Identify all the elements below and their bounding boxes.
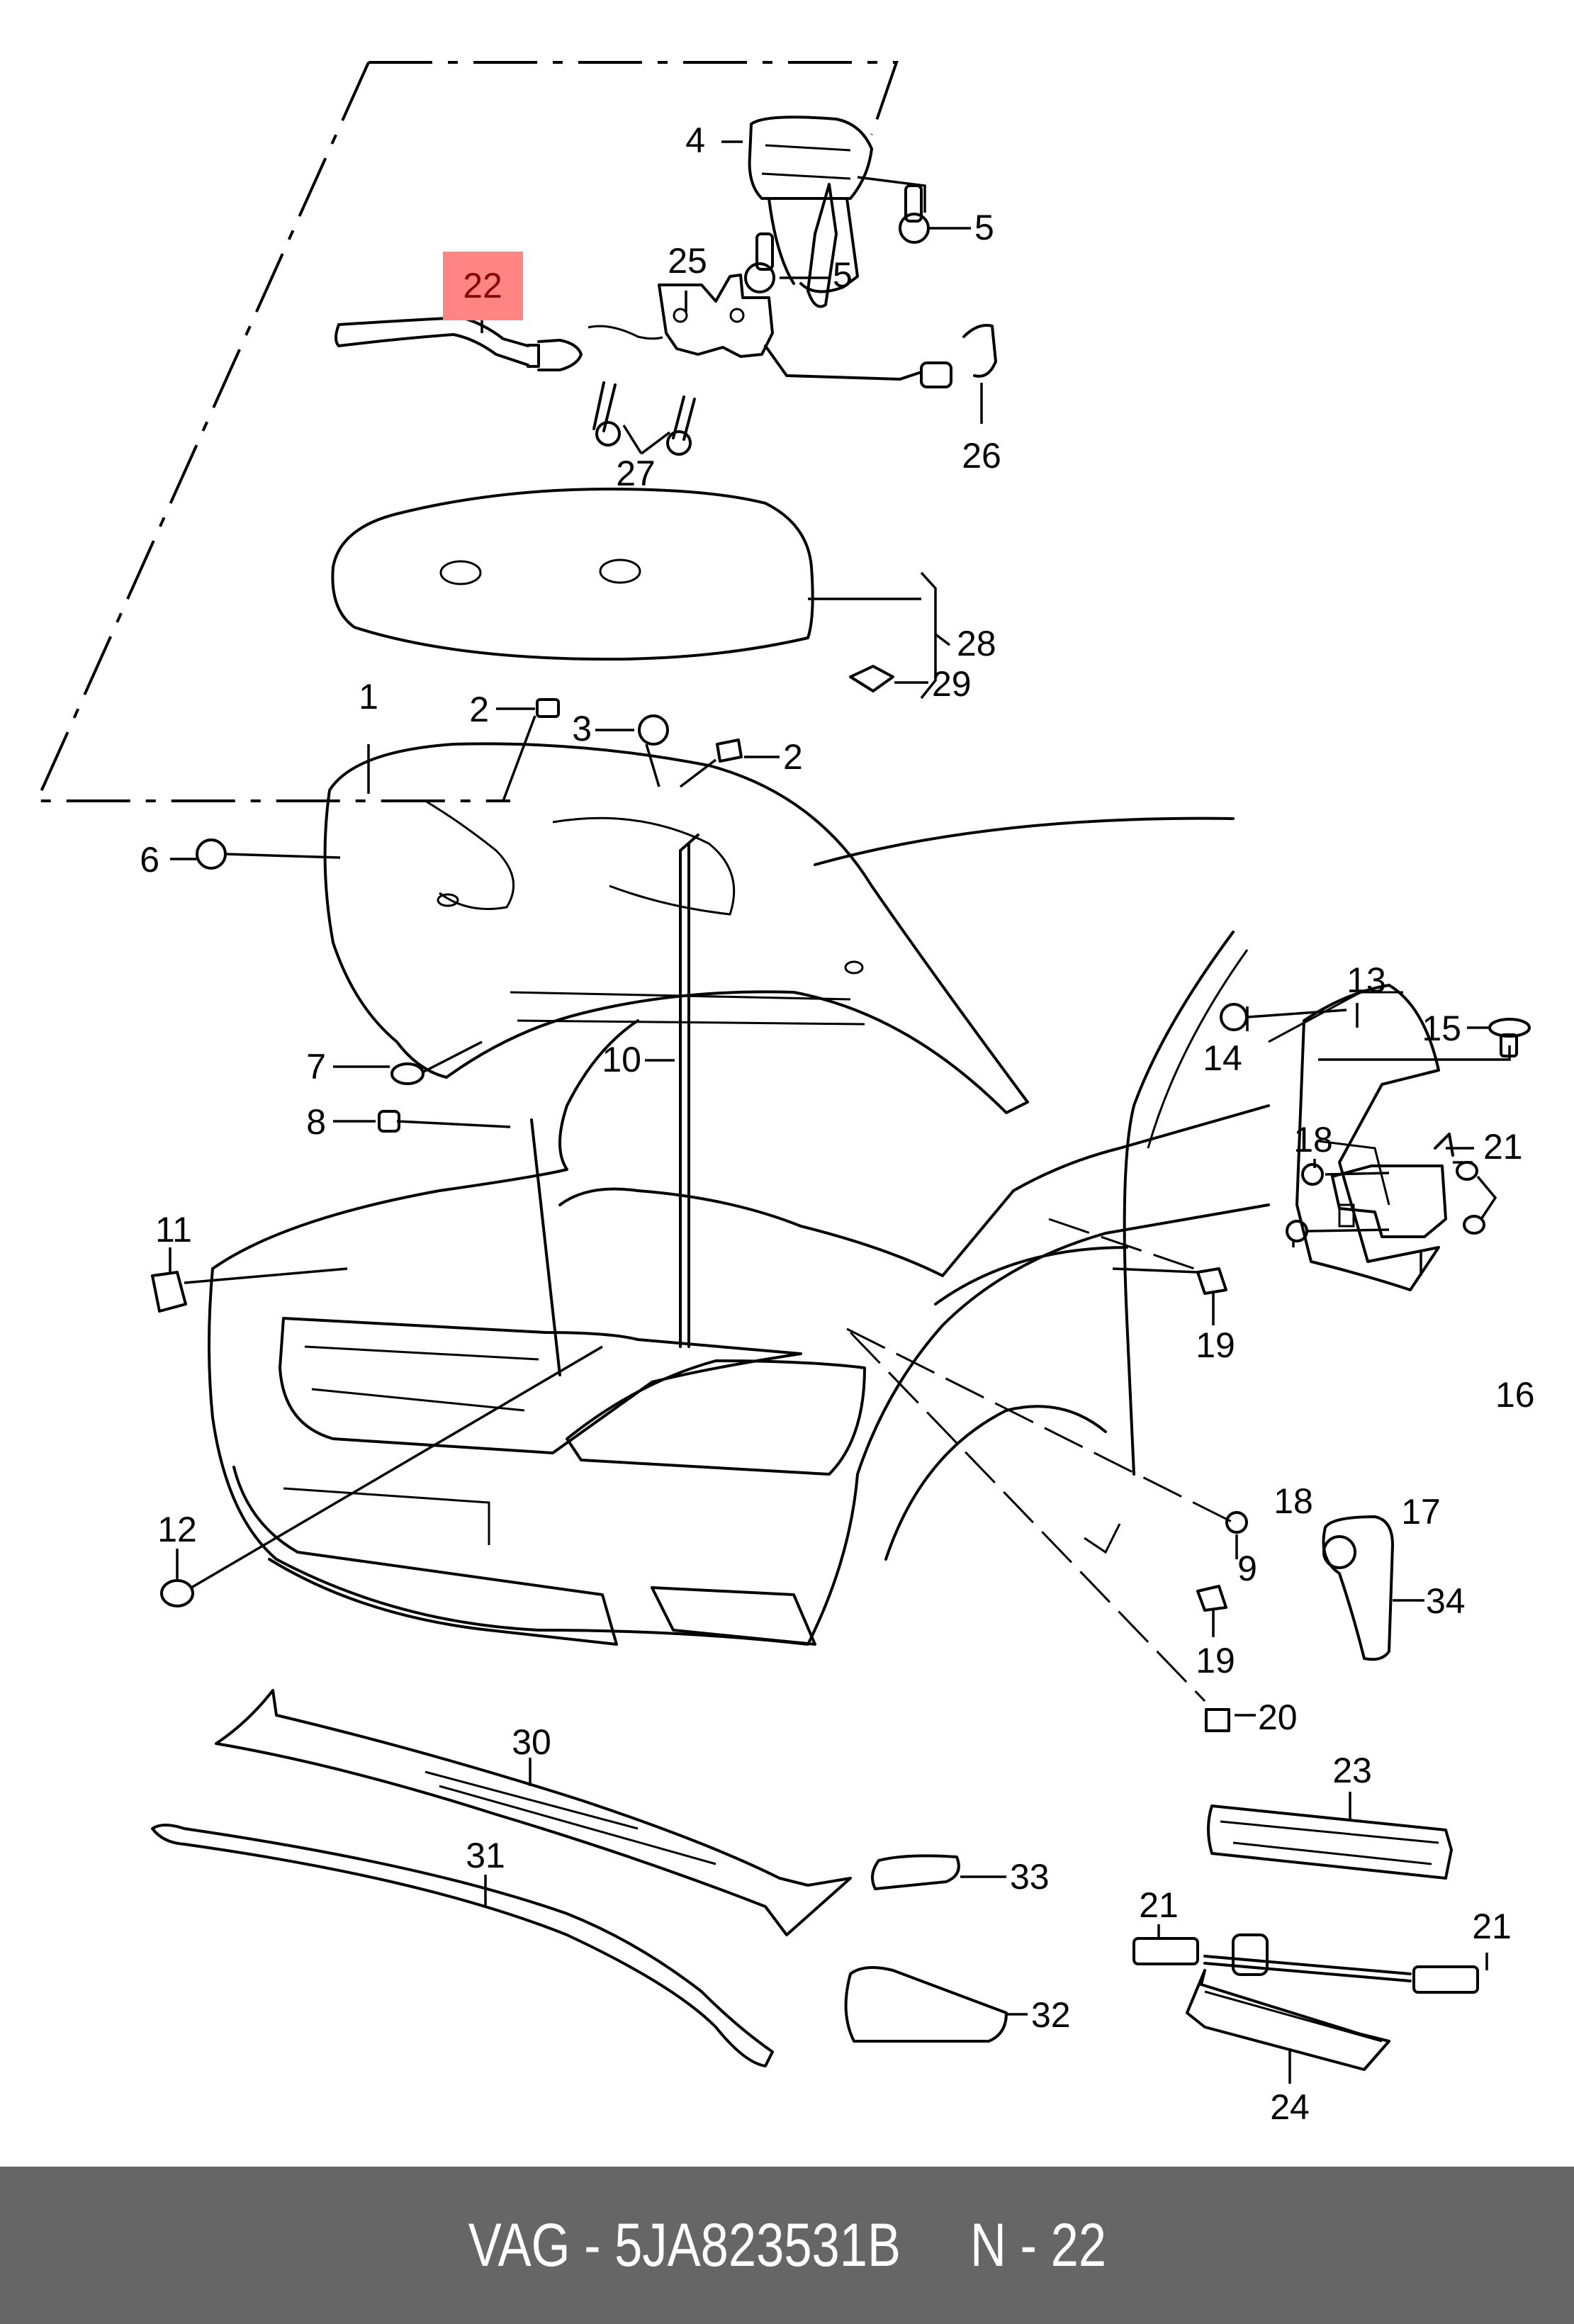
part-31-seal-strip[interactable] [151,1824,774,2067]
part-27-bolt[interactable] [592,381,696,456]
part-21-pin[interactable] [1132,1933,1479,1994]
callout-22[interactable]: 22 [463,266,502,305]
part-24-cover[interactable] [1186,1969,1390,2071]
callout-5[interactable]: 5 [833,255,853,295]
footer-bar: VAG - 5JA823531B N - 22 [0,2167,1574,2324]
part-32-cover[interactable] [844,1966,1008,2043]
leader-lines [169,140,1511,2084]
part-2-buffer-2[interactable] [716,739,743,763]
callout-17[interactable]: 17 [1401,1492,1441,1532]
part-13-hinge[interactable] [1268,984,1440,1291]
part-10-prop-rod[interactable] [679,833,699,1348]
callout-23[interactable]: 23 [1332,1751,1372,1790]
explode-frame [369,61,899,135]
callout-34[interactable]: 34 [1426,1581,1466,1621]
callout-12[interactable]: 12 [157,1510,197,1549]
callout-16[interactable]: 16 [1495,1375,1535,1415]
callout-13[interactable]: 13 [1347,960,1386,1000]
callout-24[interactable]: 24 [1270,2087,1310,2127]
callout-8[interactable]: 8 [306,1102,326,1142]
callout-10[interactable]: 10 [602,1040,641,1079]
part-29-clip[interactable] [849,665,894,692]
part-8-clip[interactable] [378,1110,400,1133]
part-1-bonnet[interactable] [323,742,1029,1114]
callout-28[interactable]: 28 [957,624,996,663]
part-17-latch[interactable] [1331,1133,1454,1238]
callout-7[interactable]: 7 [306,1047,326,1087]
part-33-cap[interactable] [871,1854,960,1890]
parts-diagram: 22 4 5 5 25 26 27 28 29 1 2 3 2 6 7 10 8… [34,61,1535,2127]
callout-9[interactable]: 9 [1237,1549,1257,1588]
callout-25[interactable]: 25 [668,241,707,281]
callout-21-b[interactable]: 21 [1139,1885,1179,1925]
callout-1[interactable]: 1 [359,677,378,717]
callout-4[interactable]: 4 [685,120,705,160]
part-28-insulation-mat[interactable] [331,488,814,661]
callout-27[interactable]: 27 [616,454,656,493]
part-19-clip-2[interactable] [1196,1585,1227,1612]
part-3-stop[interactable] [638,714,669,746]
part-20-clip[interactable] [1205,1708,1230,1732]
callout-3[interactable]: 3 [572,709,592,748]
callout-26[interactable]: 26 [962,436,1001,476]
part-6-plug[interactable] [196,838,227,870]
callout-5-b[interactable]: 5 [974,208,994,247]
part-23-bracket[interactable] [1207,1804,1453,1880]
car-body [208,816,1270,1646]
part-19-clip[interactable] [1196,1267,1227,1295]
part-4-release-handle[interactable] [748,116,873,308]
callout-32[interactable]: 32 [1031,1995,1071,2035]
callout-11[interactable]: 11 [155,1210,192,1250]
callout-14[interactable]: 14 [1203,1038,1242,1078]
part-12-clip[interactable] [160,1579,194,1607]
callout-18-b[interactable]: 18 [1274,1481,1313,1521]
highlight-box [443,252,523,320]
callout-18[interactable]: 18 [1293,1120,1333,1160]
part-34-pad[interactable] [1322,1515,1394,1661]
part-16-nut[interactable] [1456,1161,1478,1181]
callout-31[interactable]: 31 [466,1836,505,1875]
callout-19[interactable]: 19 [1196,1325,1235,1365]
callout-21-c[interactable]: 21 [1472,1907,1512,1946]
callout-2-b[interactable]: 2 [783,737,803,777]
part-25-hood-lock[interactable] [658,274,997,388]
part-18-bolt[interactable] [1301,1163,1324,1186]
part-22-release-cable[interactable] [335,316,663,371]
callout-6[interactable]: 6 [140,840,159,880]
callout-20[interactable]: 20 [1258,1697,1298,1737]
callout-29[interactable]: 29 [932,664,972,704]
part-5-screw[interactable] [744,232,775,293]
explode-frame-left [34,62,510,802]
part-9-bolt[interactable] [1225,1511,1248,1534]
callout-21[interactable]: 21 [1483,1127,1523,1167]
callout-19-b[interactable]: 19 [1196,1641,1235,1680]
callout-33[interactable]: 33 [1010,1857,1050,1897]
part-7-seal[interactable] [390,1062,425,1085]
part-16-nut-2[interactable] [1463,1215,1485,1235]
callout-2[interactable]: 2 [469,690,489,729]
part-2-buffer[interactable] [536,698,560,718]
part-number-caption: VAG - 5JA823531B N - 22 [468,2211,1106,2279]
callout-30[interactable]: 30 [512,1722,551,1762]
callout-15[interactable]: 15 [1422,1009,1461,1048]
part-18-bolt-2[interactable] [1286,1220,1308,1242]
part-14-nut[interactable] [1220,1003,1248,1031]
part-11-clip[interactable] [151,1271,187,1313]
part-30-plenum-panel[interactable] [215,1689,852,1936]
